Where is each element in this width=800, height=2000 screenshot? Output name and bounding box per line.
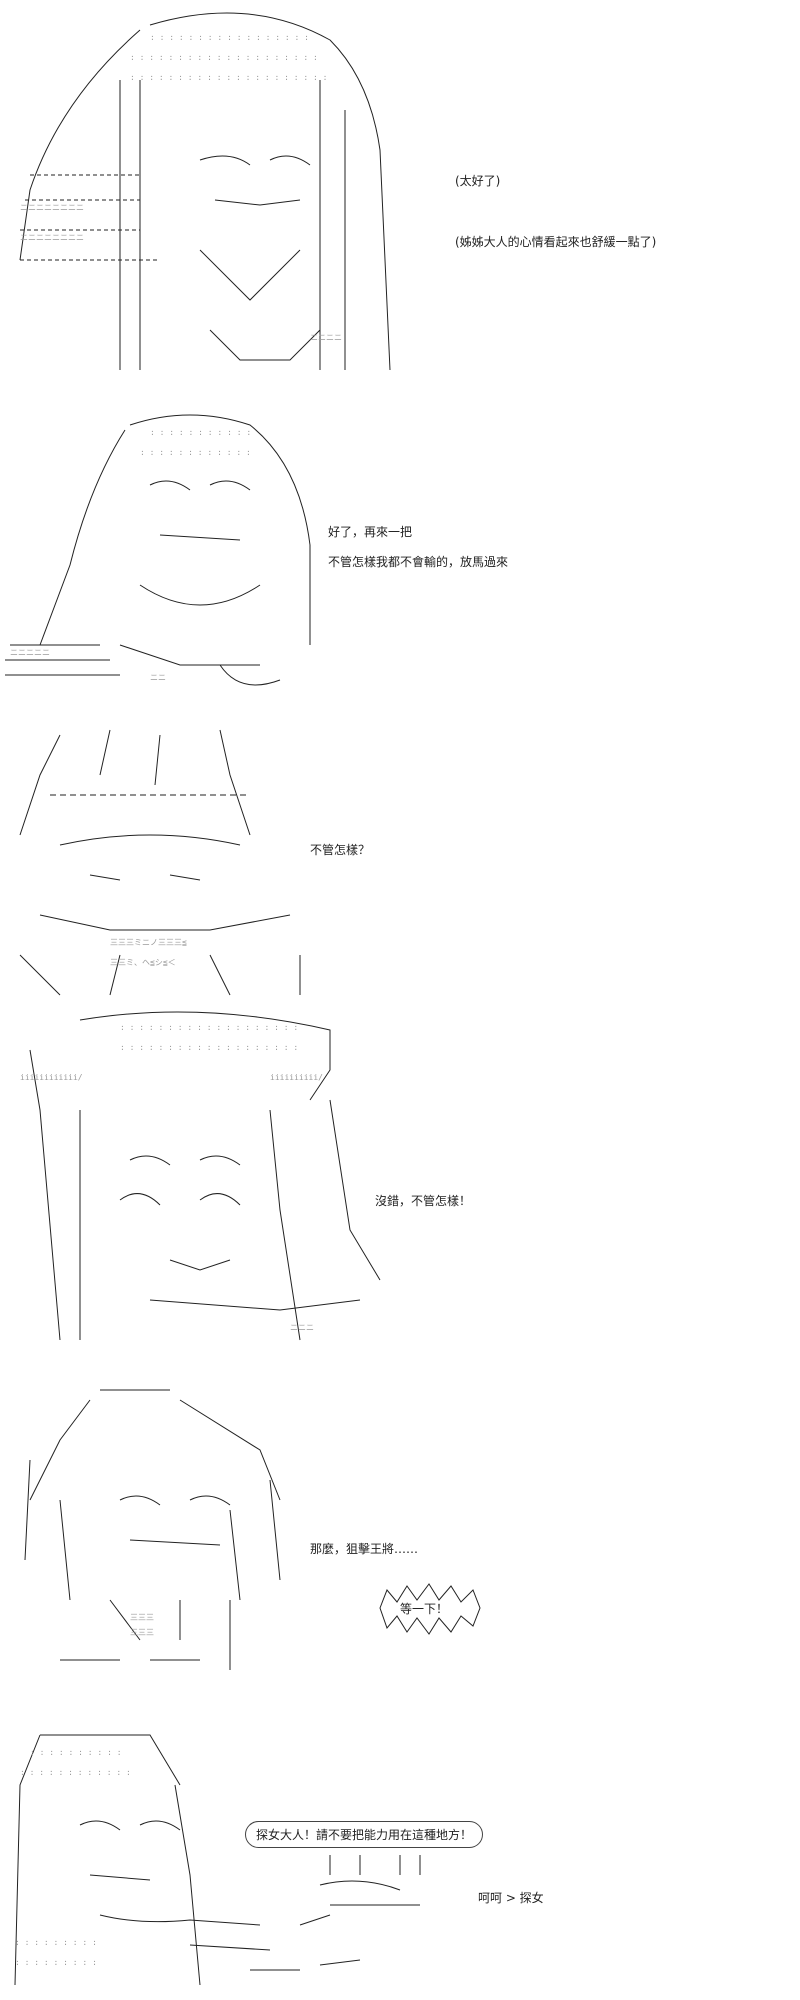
panel-5: 三三三 三三三 那麼，狙擊王將…… 等一下！ — [0, 1380, 800, 1680]
panel-6-speech-bubble: 探女大人！請不要把能力用在這種地方！ — [245, 1821, 484, 1848]
svg-text:: : : : : : : : : : : :: : : : : : : : : : : : : — [20, 1768, 131, 1777]
svg-text:: : : : : : : : :: : : : : : : : : : — [15, 1958, 97, 1967]
svg-text:iiiiiiiiiiii/: iiiiiiiiiiii/ — [20, 1073, 83, 1082]
svg-text:三三三: 三三三 — [130, 1628, 154, 1637]
panel-1: : : : : : : : : : : : : : : : : : : : : … — [0, 0, 800, 380]
svg-text:: : : : : : : : :: : : : : : : : : : — [15, 1938, 97, 1947]
panel-5-ascii-art: 三三三 三三三 — [24, 1389, 281, 1670]
svg-text:ニニ: ニニ — [150, 673, 166, 682]
svg-text:: : : : : : : : : :: : : : : : : : : : : — [30, 1748, 122, 1757]
svg-text:ニニニニニニニニ: ニニニニニニニニ — [20, 203, 84, 212]
svg-text:ニニニニニ: ニニニニニ — [10, 648, 50, 657]
svg-text:ニニニニニニニニ: ニニニニニニニニ — [20, 233, 84, 242]
panel-4-ascii-art: : : : : : : : : : : : : : : : : : : : : … — [20, 1011, 381, 1341]
panel-3: 三三三ミニノ三三三≦ 三三ミ、ヘ≦シ≦＜ 不管怎樣？ — [0, 715, 800, 1000]
svg-text:: : : : : : : : : : : : : : :: : : : : : : : : : : : : : : : : : : : : … — [130, 73, 327, 82]
svg-text:: : : : : : : : : : : : : : :: : : : : : : : : : : : : : : : : : — [150, 33, 309, 42]
svg-text:: : : : : : : : : : : :: : : : : : : : : : : : : — [140, 448, 251, 457]
panel-1-line-1: (太好了) — [455, 174, 501, 188]
panel-3-line-1: 不管怎樣？ — [310, 843, 371, 857]
svg-text:三三三: 三三三 — [130, 1613, 154, 1622]
svg-text:iiiiiiiiii/: iiiiiiiiii/ — [270, 1073, 323, 1082]
panel-6: : : : : : : : : : : : : : : : : : : : : … — [0, 1725, 800, 2000]
panel-5-line-1: 那麼，狙擊王將…… — [310, 1542, 419, 1556]
panel-2-line-2: 不管怎樣我都不會輸的，放馬過來 — [328, 555, 509, 569]
panel-1-ascii-art: : : : : : : : : : : : : : : : : : : : : … — [19, 12, 391, 371]
panel-5-shout-burst — [379, 1583, 481, 1635]
panel-4-line-1: 沒錯，不管怎樣！ — [375, 1194, 472, 1208]
svg-text:ニニニ: ニニニ — [290, 1323, 314, 1332]
svg-text:ニニニニ: ニニニニ — [310, 333, 342, 342]
svg-text:: : : : : : : : : : :: : : : : : : : : : : : — [150, 428, 251, 437]
svg-text:: : : : : : : : : : : : : : :: : : : : : : : : : : : : : : : : : : : — [120, 1023, 298, 1032]
panel-2-ascii-art: : : : : : : : : : : : : : : : : : : : : … — [5, 414, 311, 686]
panel-2-line-1: 好了，再來一把 — [328, 525, 413, 539]
panel-6-ascii-art: : : : : : : : : : : : : : : : : : : : : … — [14, 1734, 421, 1986]
panel-5-shout-text: 等一下！ — [400, 1602, 449, 1616]
svg-text:: : : : : : : : : : : : : : :: : : : : : : : : : : : : : : : : : : : : — [130, 53, 318, 62]
panel-1-line-2: (姊姊大人的心情看起來也舒緩一點了) — [455, 235, 657, 249]
svg-text:三三三ミニノ三三三≦: 三三三ミニノ三三三≦ — [110, 938, 187, 947]
svg-text:: : : : : : : : : : : : : : :: : : : : : : : : : : : : : : : : : : : — [120, 1043, 298, 1052]
panel-6-note: 呵呵 > 探女 — [478, 1891, 544, 1905]
panel-2: : : : : : : : : : : : : : : : : : : : : … — [0, 405, 800, 705]
panel-3-ascii-art: 三三三ミニノ三三三≦ 三三ミ、ヘ≦シ≦＜ — [19, 729, 301, 996]
svg-text:三三ミ、ヘ≦シ≦＜: 三三ミ、ヘ≦シ≦＜ — [110, 958, 176, 967]
panel-4: : : : : : : : : : : : : : : : : : : : : … — [0, 1010, 800, 1350]
